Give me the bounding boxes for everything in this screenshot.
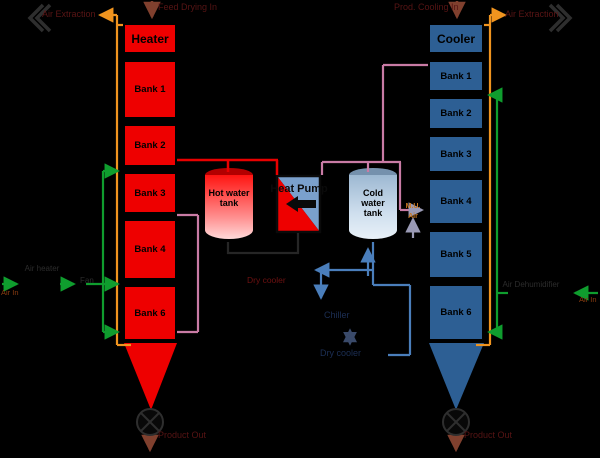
right-bank-6-label: Bank 6 xyxy=(440,307,472,318)
left-bank-3: Bank 3 xyxy=(123,172,177,214)
left-bank-1: Bank 1 xyxy=(123,60,177,119)
heater-box: Heater xyxy=(123,23,177,54)
heater-label: Heater xyxy=(131,31,169,46)
air-heater-label: Air heater xyxy=(24,264,60,273)
heat-pump-label: Heat Pump xyxy=(270,183,328,195)
left-funnel xyxy=(124,343,177,410)
air-in-right-label: Air In xyxy=(579,295,597,304)
air-extraction-right-label: Air Extraction xyxy=(505,9,559,19)
right-bank-5-label: Bank 5 xyxy=(440,249,472,260)
dry-cooler-hot-label: Dry cooler xyxy=(247,275,286,285)
right-bank-2: Bank 2 xyxy=(428,97,484,130)
right-bank-3-label: Bank 3 xyxy=(440,148,472,160)
air-dehumidifier-label: Air Dehumidifier xyxy=(502,280,560,289)
air-in-left-label: Air In xyxy=(1,288,19,297)
left-bank-6: Bank 6 xyxy=(123,285,177,341)
right-bank-1: Bank 1 xyxy=(428,60,484,92)
feed-in-label: Feed Drying In xyxy=(158,2,218,12)
air-extraction-left-label: Air Extraction xyxy=(42,9,96,19)
left-bank-4-label: Bank 4 xyxy=(134,244,166,255)
mu-air-label: M.U. Air xyxy=(405,203,421,220)
left-bank-6-label: Bank 6 xyxy=(134,307,166,319)
right-bank-4-label: Bank 4 xyxy=(440,196,472,207)
left-bank-2-label: Bank 2 xyxy=(134,140,166,151)
right-bank-6: Bank 6 xyxy=(428,284,484,341)
cooler-label: Cooler xyxy=(436,31,475,46)
hot-water-tank: Hot water tank xyxy=(205,168,253,248)
right-bank-4: Bank 4 xyxy=(428,178,484,225)
right-bank-5: Bank 5 xyxy=(428,230,484,279)
right-funnel xyxy=(429,343,484,410)
fan-label: Fan xyxy=(80,276,94,285)
feed-product-arrows xyxy=(141,1,466,453)
left-bank-1-label: Bank 1 xyxy=(134,84,166,95)
cold-water-pipes xyxy=(313,242,412,357)
hot-tank-label: Hot water tank xyxy=(208,188,250,208)
chiller-label: Chiller xyxy=(324,310,350,320)
right-bank-1-label: Bank 1 xyxy=(440,70,472,82)
cooler-box: Cooler xyxy=(428,23,484,54)
product-out-left-label: Product Out xyxy=(158,430,207,440)
fresh-air-pipes xyxy=(2,87,598,340)
cold-tank-label: Cold water tank xyxy=(361,188,385,218)
cold-water-tank: Cold water tank xyxy=(349,168,397,248)
dry-cooler-cold-label: Dry cooler xyxy=(320,348,362,358)
left-bank-2: Bank 2 xyxy=(123,124,177,167)
left-bank-3-label: Bank 3 xyxy=(134,187,166,199)
right-bank-2-label: Bank 2 xyxy=(440,108,472,119)
prod-in-label: Prod. Cooling In xyxy=(394,2,459,12)
left-bank-4: Bank 4 xyxy=(123,219,177,280)
right-bank-3: Bank 3 xyxy=(428,135,484,173)
product-out-right-label: Product Out xyxy=(464,430,513,440)
heat-flow-arrow-icon xyxy=(286,196,316,212)
